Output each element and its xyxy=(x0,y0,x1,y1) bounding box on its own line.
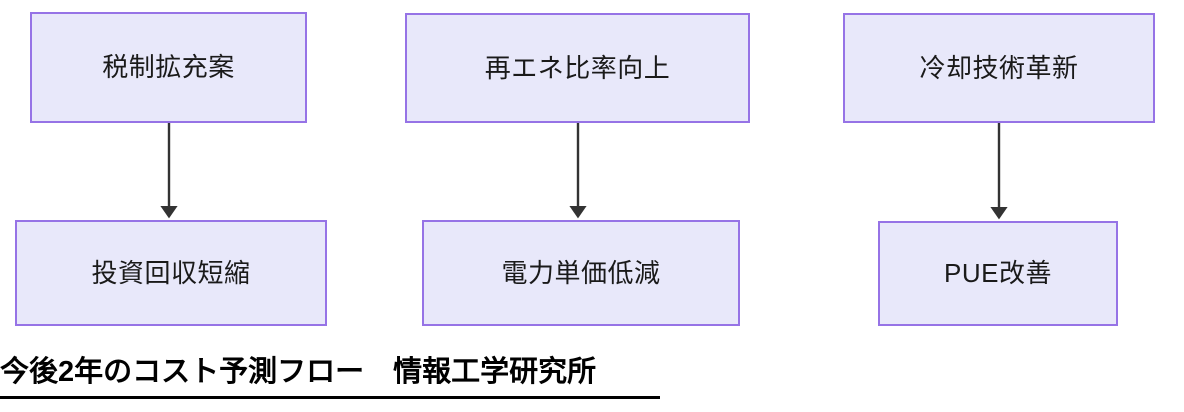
node-cooling-tech-innovation[interactable]: 冷却技術革新 xyxy=(843,13,1155,123)
node-label: 冷却技術革新 xyxy=(919,52,1079,83)
caption-underline xyxy=(0,396,660,399)
node-label: 再エネ比率向上 xyxy=(484,52,671,83)
node-renewable-ratio-increase[interactable]: 再エネ比率向上 xyxy=(405,13,750,123)
node-tax-expansion-plan[interactable]: 税制拡充案 xyxy=(30,12,307,123)
node-payback-period-shortening[interactable]: 投資回収短縮 xyxy=(15,220,327,326)
diagram-caption: 今後2年のコスト予測フロー 情報工学研究所 xyxy=(0,356,700,389)
node-pue-improvement[interactable]: PUE改善 xyxy=(878,221,1118,326)
node-label: 投資回収短縮 xyxy=(91,257,251,288)
node-electricity-unit-price-reduction[interactable]: 電力単価低減 xyxy=(422,220,740,326)
node-label: PUE改善 xyxy=(944,258,1052,289)
node-label: 税制拡充案 xyxy=(102,52,235,83)
node-label: 電力単価低減 xyxy=(501,257,661,288)
caption-text: 今後2年のコスト予測フロー 情報工学研究所 xyxy=(0,356,597,388)
